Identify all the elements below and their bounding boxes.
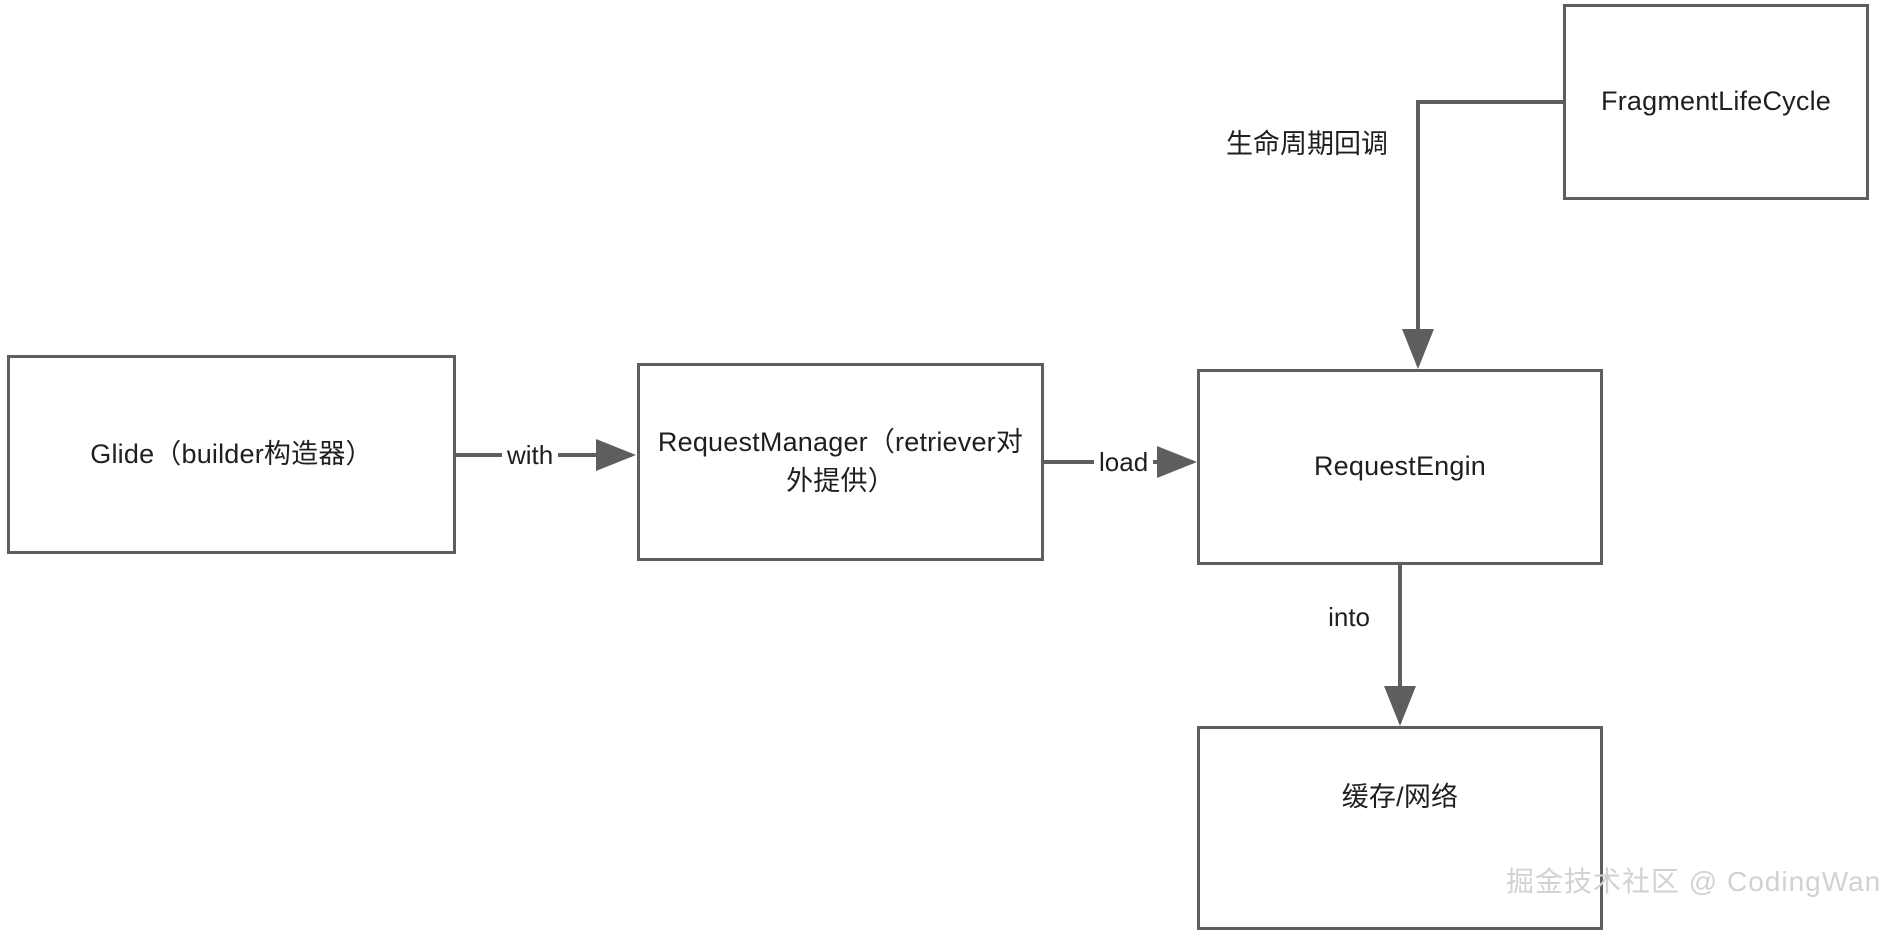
- node-cache[interactable]: 缓存/网络: [1197, 726, 1603, 930]
- edge-label-lifecycle-callback: 生命周期回调: [1220, 128, 1400, 161]
- node-requestmanager-label: RequestManager（retriever对 外提供）: [657, 426, 1024, 496]
- node-requestmanager[interactable]: RequestManager（retriever对 外提供）: [637, 363, 1044, 561]
- node-fragmentlifecycle-label: FragmentLifeCycle: [1601, 86, 1831, 117]
- edge-label-load: load: [1094, 447, 1154, 479]
- node-requestengin[interactable]: RequestEngin: [1197, 369, 1603, 565]
- node-fragmentlifecycle[interactable]: FragmentLifeCycle: [1563, 4, 1869, 200]
- node-cache-label: 缓存/网络: [1341, 782, 1459, 813]
- edge-fragmentlifecycle-to-requestengin: [1402, 100, 1563, 369]
- edge-label-into: into: [1323, 602, 1380, 634]
- edge-label-with: with: [502, 440, 559, 472]
- node-glide[interactable]: Glide（builder构造器）: [7, 355, 456, 554]
- node-glide-label: Glide（builder构造器）: [90, 438, 373, 469]
- node-requestengin-label: RequestEngin: [1313, 451, 1487, 482]
